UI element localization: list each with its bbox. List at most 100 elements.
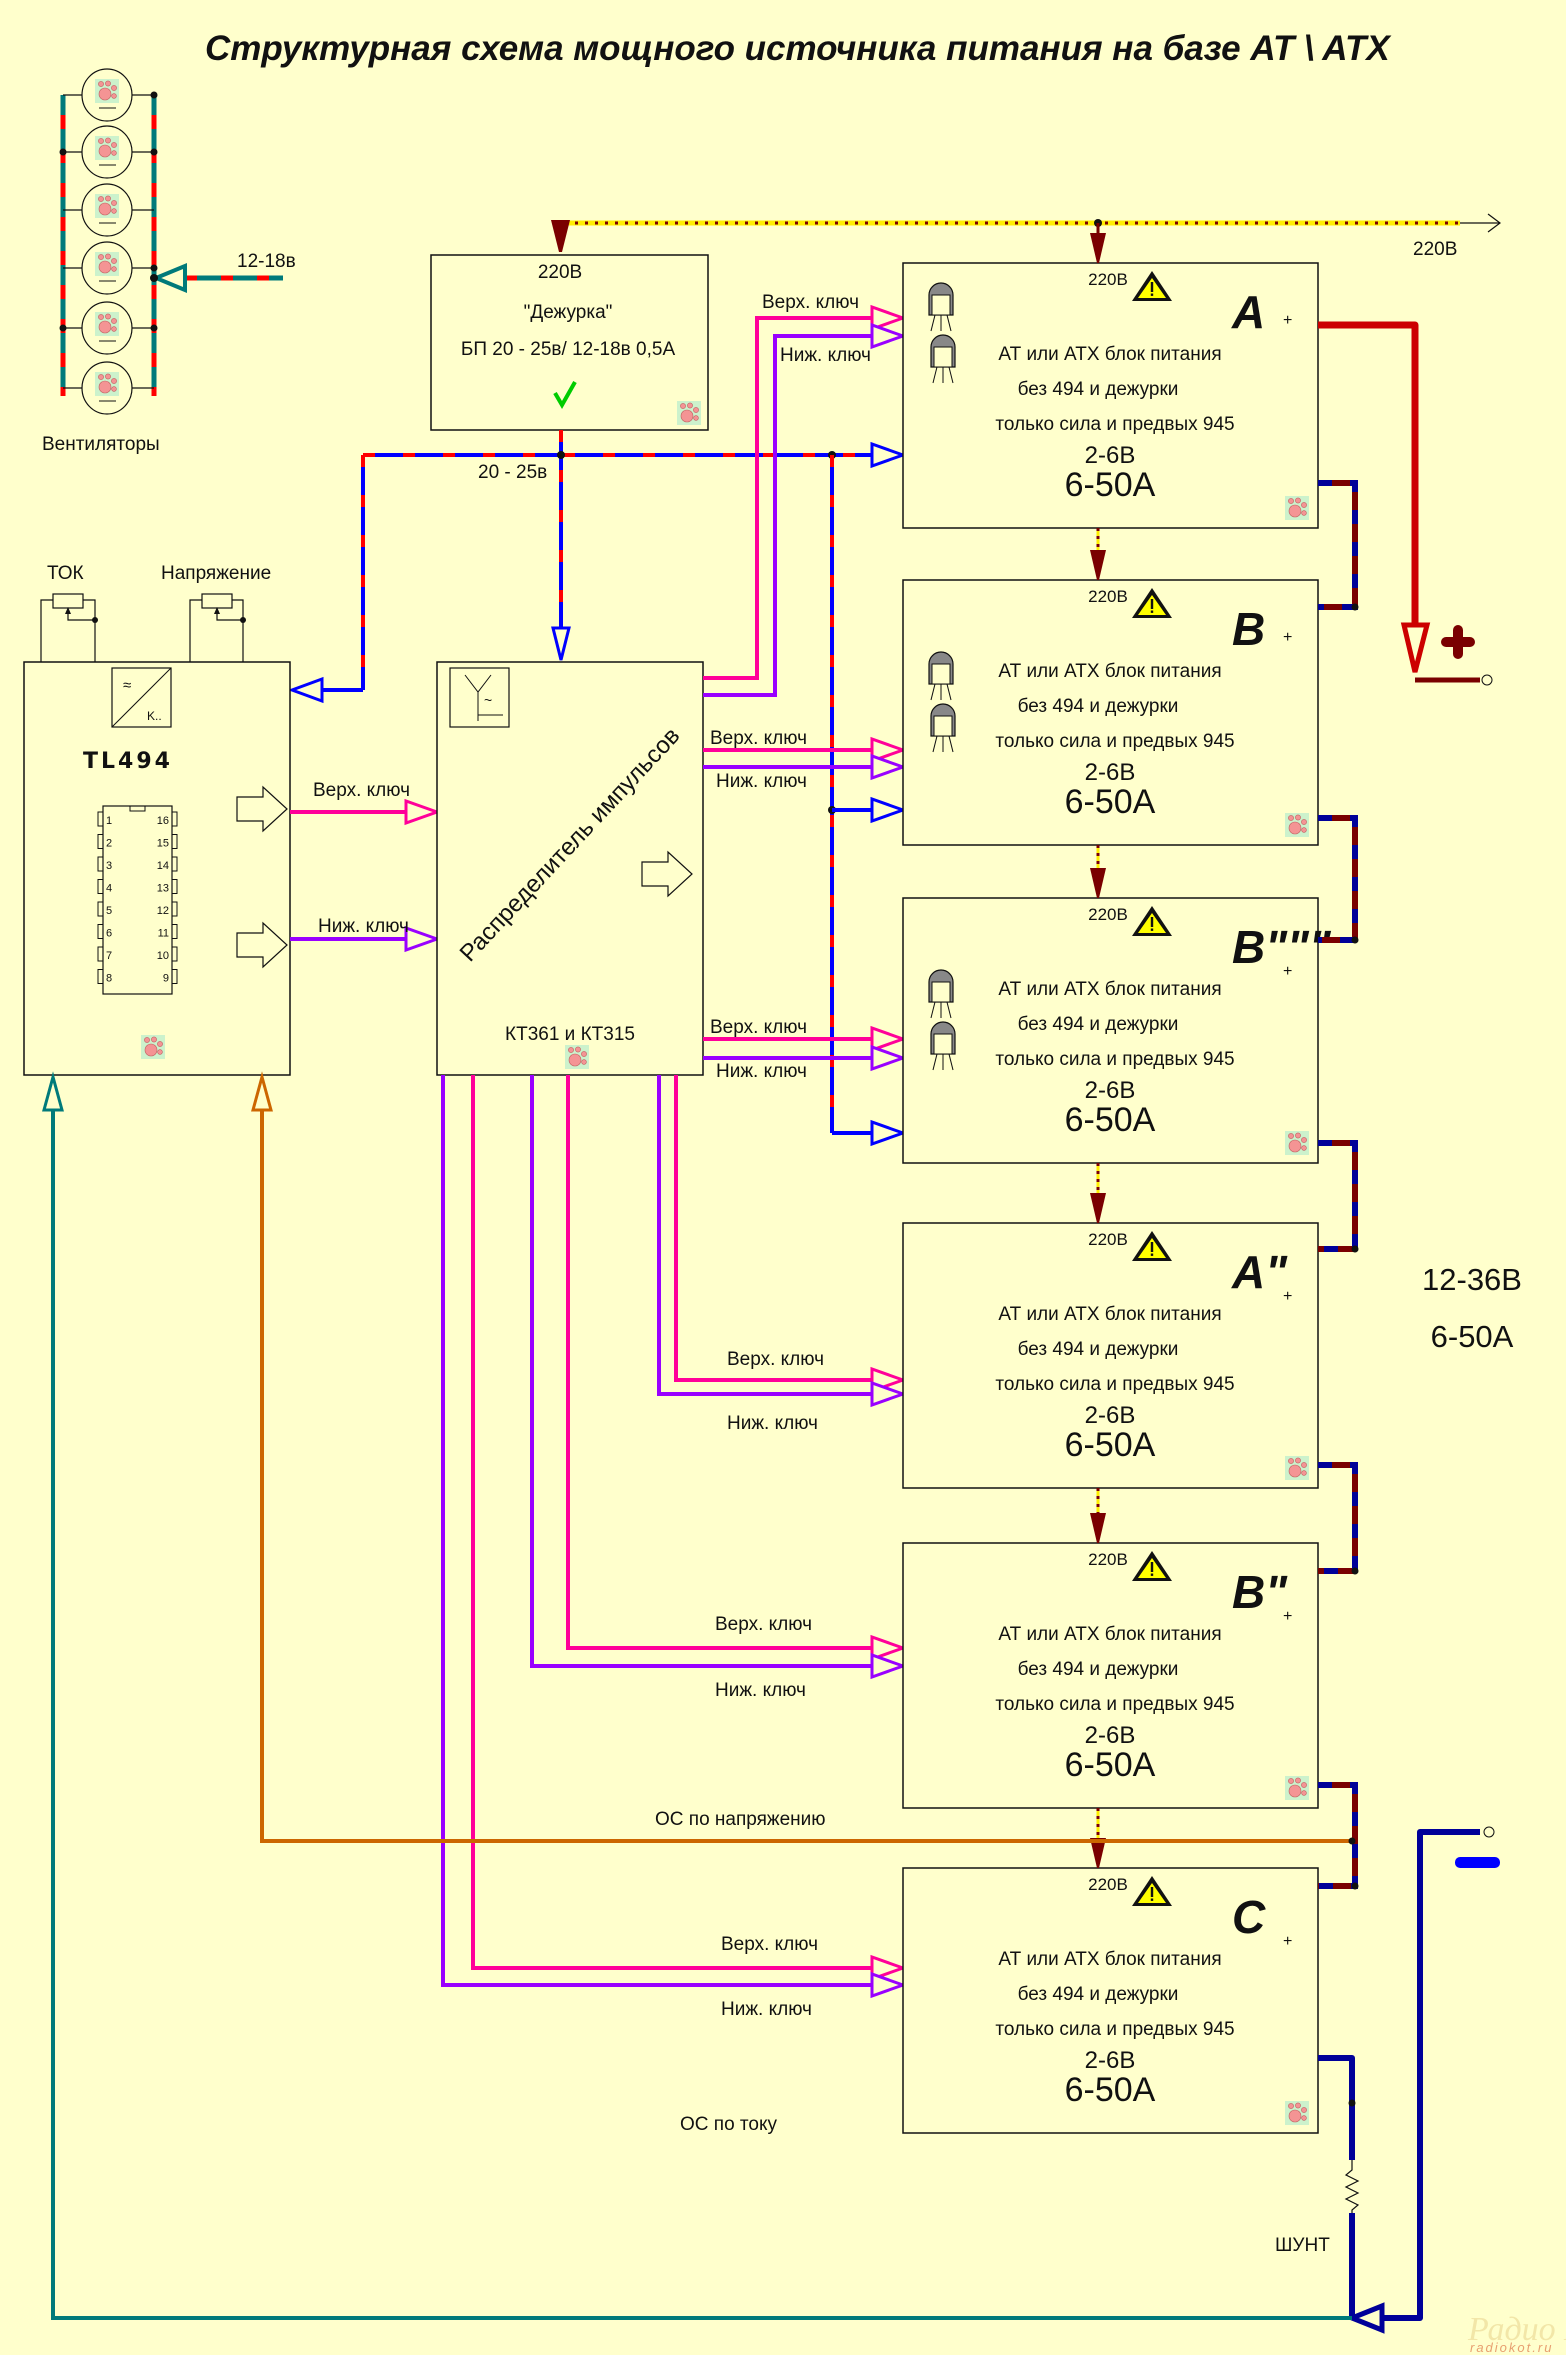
psu-box	[902, 1542, 1319, 1809]
pin-label: 11	[158, 928, 169, 940]
fan-list	[59, 68, 158, 415]
key-label: Верх. ключ	[762, 292, 859, 313]
key-label: Ниж. ключ	[715, 1680, 806, 1701]
transistor-icon	[928, 969, 954, 1019]
current-feedback-arrow-icon	[1345, 2302, 1385, 2334]
pin-label: 8	[106, 973, 112, 985]
psu-box	[902, 262, 1319, 529]
negative-terminal-icon[interactable]	[1483, 1826, 1495, 1838]
lower-key-line-b2	[530, 1075, 875, 1668]
output-current: 6-50А	[1431, 1319, 1514, 1354]
mains-feed-arrow-icon	[1090, 550, 1106, 580]
psu-id: B"""	[1232, 921, 1332, 973]
psu-plus-mark: +	[1283, 629, 1292, 646]
psu-desc-line1: АТ или АТХ блок питания	[998, 344, 1221, 365]
mains-label: 220В	[1413, 239, 1457, 260]
mains-feed-arrow-icon	[1090, 1838, 1106, 1868]
svg-text:БП 20 - 25в/ 12-18в 0,5А: БП 20 - 25в/ 12-18в 0,5А	[461, 339, 676, 360]
series-output-chain	[1318, 480, 1359, 1890]
distributor-transistors: КТ361 и КТ315	[505, 1024, 635, 1045]
mains-feed-arrow-icon	[1090, 868, 1106, 898]
series-link	[1318, 1782, 1358, 1889]
pin-label: 12	[157, 905, 169, 917]
svg-text:"Дежурка": "Дежурка"	[524, 302, 613, 323]
logo-paw-icon	[1284, 2100, 1310, 2126]
lower-key-line-a	[703, 334, 875, 697]
key-label: Ниж. ключ	[780, 345, 871, 366]
psu-desc-line3: только сила и предвых 945	[995, 2019, 1234, 2040]
pin-label: 3	[106, 860, 112, 872]
positive-output	[1318, 321, 1493, 686]
mains-feed-arrow-icon	[1090, 1513, 1106, 1543]
psu-id: A"	[1231, 1246, 1288, 1298]
psu-plus-mark: +	[1283, 1933, 1292, 1950]
svg-text:K..: K..	[147, 709, 162, 723]
antenna-symbol-icon: ~	[449, 667, 510, 728]
psu-input-label: 220В	[1088, 587, 1128, 606]
logo-paw-icon	[564, 1044, 590, 1070]
psu-plus-mark: +	[1283, 1608, 1292, 1625]
series-link	[1318, 480, 1358, 610]
transistor-icon	[928, 651, 954, 701]
psu-desc-line3: только сила и предвых 945	[995, 1374, 1234, 1395]
fan-icon	[59, 125, 158, 179]
shunt-and-current-feedback: ШУНТ ОС по току	[42, 1071, 1385, 2334]
minus-sign-icon	[1455, 1857, 1500, 1868]
svg-text:220В: 220В	[538, 262, 582, 283]
voltage-feedback: ОС по напряжению	[251, 1071, 1356, 1845]
psu-desc-line2: без 494 и дежурки	[1018, 1659, 1179, 1680]
shunt-label: ШУНТ	[1275, 2235, 1330, 2256]
key-label: Верх. ключ	[721, 1934, 818, 1955]
psu-id: A	[1231, 286, 1265, 338]
psu-desc-line2: без 494 и дежурки	[1018, 696, 1179, 717]
pin-label: 6	[106, 928, 112, 940]
positive-terminal-icon[interactable]	[1481, 674, 1493, 686]
fan-icon	[59, 301, 158, 355]
fan-icon	[63, 241, 158, 295]
psu-desc-line1: АТ или АТХ блок питания	[998, 1624, 1221, 1645]
psu-box	[902, 579, 1319, 846]
fan-supply-label: 12-18в	[237, 251, 296, 272]
pin-label: 13	[157, 883, 169, 895]
key-label: Верх. ключ	[710, 728, 807, 749]
psu-desc-line1: АТ или АТХ блок питания	[998, 1304, 1221, 1325]
pin-label: 16	[157, 815, 169, 827]
transistor-icon	[930, 1021, 956, 1071]
watermark-logo: Радио КОТ	[1467, 2311, 1566, 2348]
psu-desc-line3: только сила и предвых 945	[995, 1694, 1234, 1715]
psu-b3-supply-arrow-icon	[870, 1119, 908, 1147]
psu-box	[902, 897, 1319, 1164]
fan-icon	[63, 361, 154, 415]
watermark-url: radiokot.ru	[1470, 2340, 1553, 2355]
psu-desc-line1: АТ или АТХ блок питания	[998, 979, 1221, 1000]
shunt-resistor-icon	[1344, 2160, 1360, 2220]
psu-input-label: 220В	[1088, 1550, 1128, 1569]
psu-id: C	[1232, 1891, 1266, 1943]
distributor-block: ~ Распределитель импульсов КТ361 и КТ315	[436, 661, 704, 1076]
key-label: Верх. ключ	[727, 1349, 824, 1370]
logo-paw-icon	[1284, 495, 1310, 521]
psu-desc-line2: без 494 и дежурки	[1018, 379, 1179, 400]
psu-current: 6-50А	[1065, 783, 1156, 821]
pin-label: 4	[106, 883, 112, 895]
distributor-supply-arrow-icon	[551, 626, 571, 661]
mains-arrow-icon	[1487, 213, 1501, 233]
mains-feed-arrow-icon	[1090, 1193, 1106, 1223]
psu-desc-line1: АТ или АТХ блок питания	[998, 661, 1221, 682]
supply-bus-label: 20 - 25в	[478, 462, 547, 483]
pin-label: 9	[163, 973, 169, 985]
psu-current: 6-50А	[1065, 466, 1156, 504]
pin-label: 7	[106, 950, 112, 962]
key-label: Ниж. ключ	[721, 1999, 812, 2020]
key-label: Ниж. ключ	[716, 771, 807, 792]
pin-label: 14	[157, 860, 169, 872]
psu-voltage: 2-6В	[1085, 1722, 1136, 1749]
psu-current: 6-50А	[1065, 1101, 1156, 1139]
voltage-pot-icon	[189, 593, 246, 662]
